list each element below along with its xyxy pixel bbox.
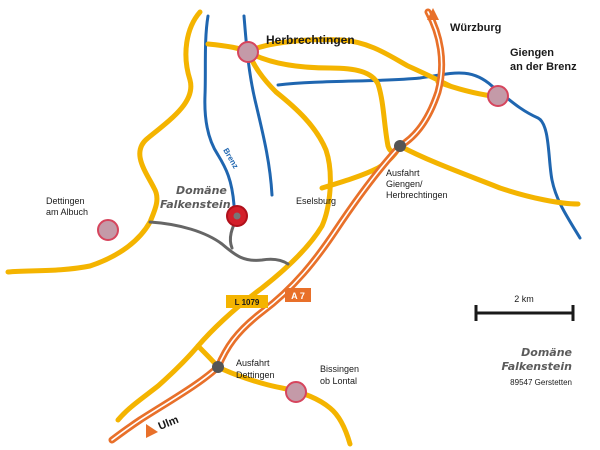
- label-domain-line2: Falkenstein: [160, 198, 231, 211]
- river-brenz-east: [276, 71, 582, 240]
- town-giengen[interactable]: [487, 85, 509, 107]
- river-brenz-left-branch: [203, 14, 236, 207]
- address-block: Domäne Falkenstein 89547 Gerstetten: [501, 346, 572, 387]
- address-line2: Falkenstein: [501, 360, 572, 373]
- motorway-a7: [108, 8, 446, 444]
- label-eselsburg: Eselsburg: [296, 196, 336, 206]
- road-giengen-north: [435, 79, 495, 99]
- river-brenz-middle-branch: [242, 14, 274, 197]
- label-domain-line1: Domäne: [176, 184, 227, 197]
- label-exit-dettingen-line1: Ausfahrt: [236, 358, 270, 368]
- shield-a7-label: A 7: [291, 291, 305, 301]
- town-dettingen-am-albuch[interactable]: [97, 219, 119, 241]
- motorway-a7-centerline: [111, 11, 443, 441]
- access-roads: [148, 216, 290, 266]
- shield-l1079-label: L 1079: [235, 298, 260, 307]
- label-exit-giengen-line1: Ausfahrt: [386, 168, 420, 178]
- road-herbrechtingen-east: [245, 49, 403, 154]
- road-north-west: [5, 9, 203, 275]
- shield-a7: A 7: [285, 288, 311, 302]
- label-exit-giengen-line3: Herbrechtingen: [386, 190, 448, 200]
- town-herbrechtingen[interactable]: [237, 41, 259, 63]
- label-herbrechtingen: Herbrechtingen: [266, 33, 355, 47]
- scale-bar-label: 2 km: [514, 294, 534, 304]
- motorway-a7-casing: [108, 8, 446, 444]
- label-bissingen-line1: Bissingen: [320, 364, 359, 374]
- domain-marker-center: [233, 212, 241, 220]
- regional-roads: [5, 9, 581, 447]
- road-herbrechtingen-south: [115, 49, 333, 423]
- label-bissingen-line2: ob Lontal: [320, 376, 357, 386]
- address-line1: Domäne: [521, 346, 572, 359]
- town-bissingen[interactable]: [285, 381, 307, 403]
- junction-giengen-herbrechtingen: [394, 140, 406, 152]
- junction-dettingen: [212, 361, 224, 373]
- label-exit-giengen-line2: Giengen/: [386, 179, 423, 189]
- label-wuerzburg: Würzburg: [450, 22, 501, 34]
- label-dettingen-albuch-line1: Dettingen: [46, 196, 85, 206]
- arrow-south-icon: [146, 424, 158, 438]
- address-line3: 89547 Gerstetten: [510, 378, 572, 387]
- road-giengen-east: [397, 143, 581, 207]
- label-giengen-line1: Giengen: [510, 47, 554, 59]
- shield-l1079: L 1079: [226, 295, 268, 308]
- arrow-north-icon: [427, 8, 439, 20]
- label-ulm: Ulm: [157, 414, 181, 433]
- label-dettingen-albuch-line2: am Albuch: [46, 207, 88, 217]
- label-giengen-line2: an der Brenz: [510, 61, 577, 73]
- domain-marker[interactable]: [226, 205, 248, 227]
- scale-bar: 2 km: [474, 294, 575, 321]
- access-road-west: [148, 220, 290, 266]
- label-exit-dettingen-line2: Dettingen: [236, 370, 275, 380]
